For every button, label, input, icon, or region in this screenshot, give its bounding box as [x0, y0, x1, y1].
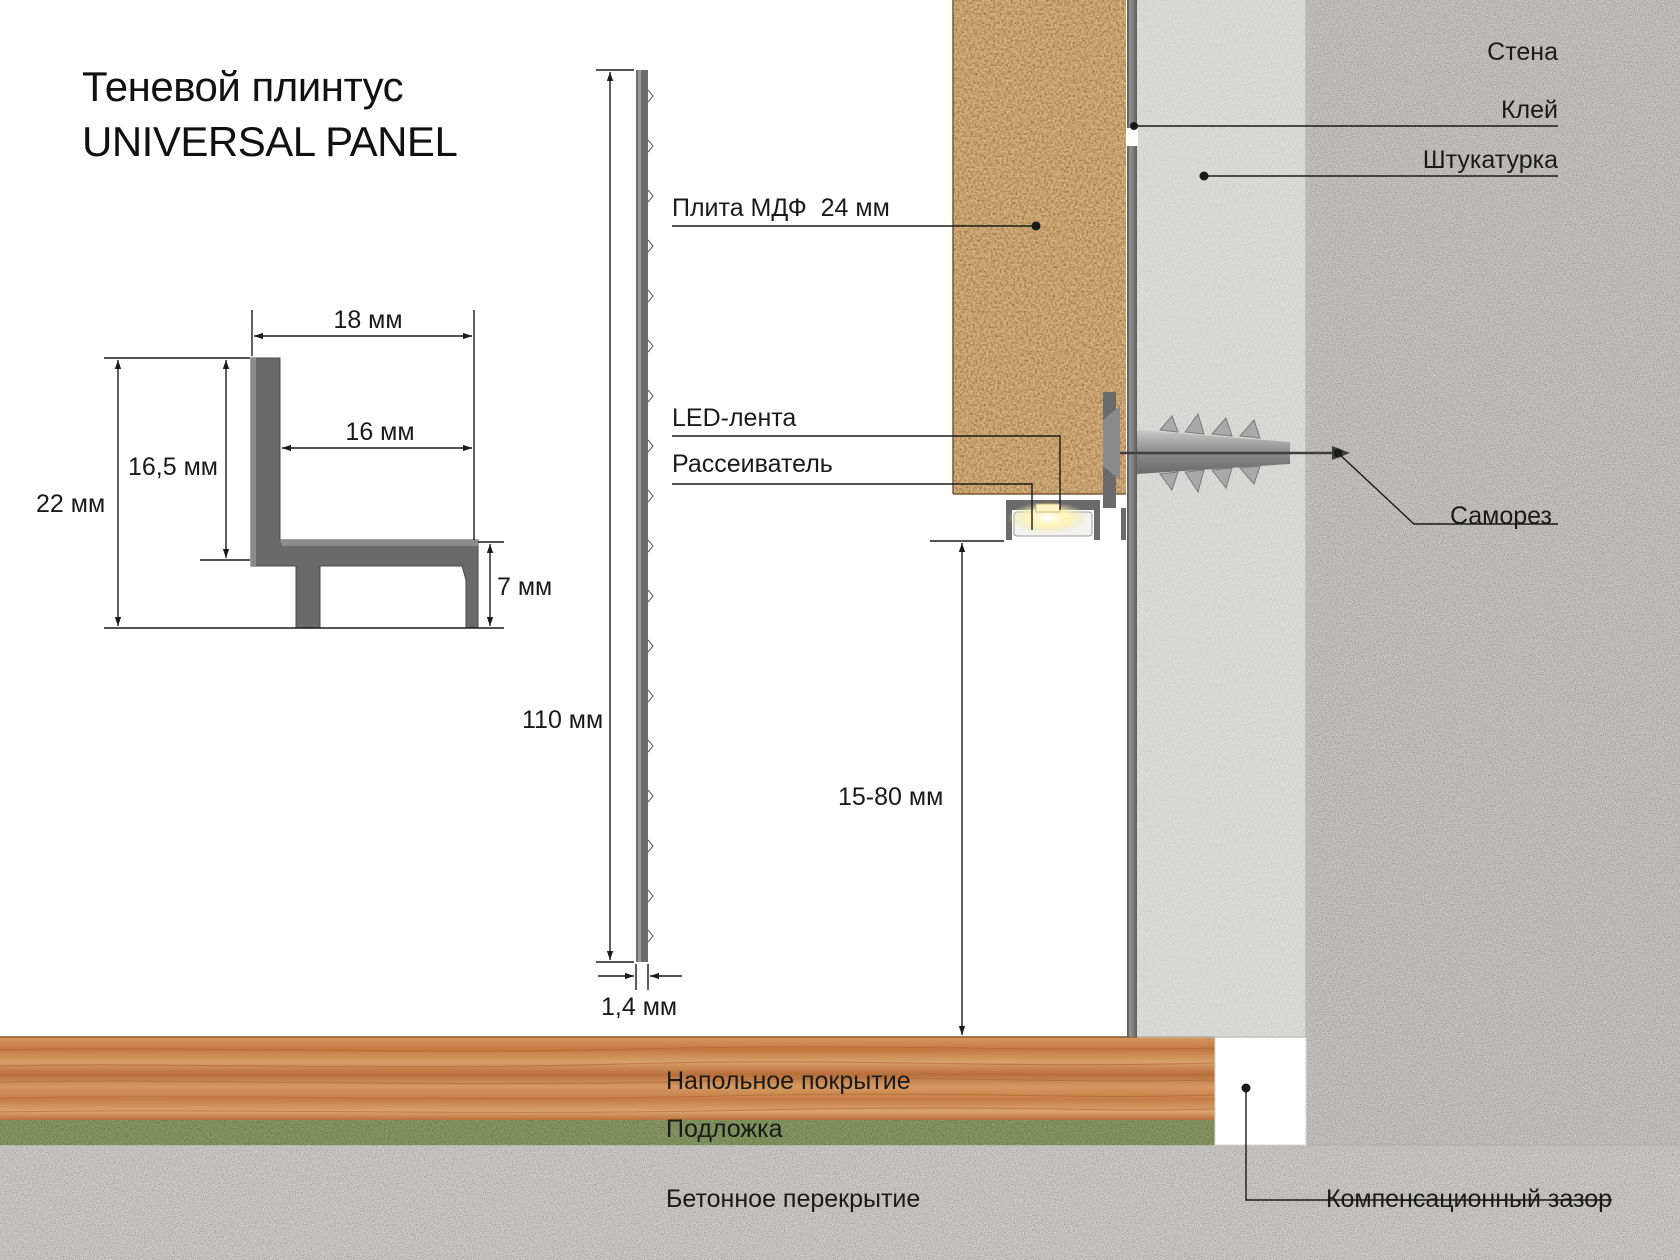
- label-screw: Саморез: [1450, 502, 1552, 530]
- dim-panel-height: 110 мм: [522, 706, 603, 734]
- underlay: [0, 1120, 1215, 1145]
- dim-panel-thickness: 1,4 мм: [601, 993, 677, 1021]
- screw-assembly: [1103, 406, 1350, 494]
- label-mdf: Плита МДФ 24 мм: [672, 194, 890, 222]
- dim-leg-height: 7 мм: [497, 573, 552, 601]
- wood-flooring: [0, 1037, 1215, 1120]
- expansion-gap: [1214, 1036, 1307, 1146]
- concrete-slab: [0, 1145, 1680, 1260]
- dim-top-width: 18 мм: [333, 306, 402, 334]
- dim-inner-height: 16,5 мм: [128, 453, 218, 481]
- plaster-layer: [1137, 0, 1306, 1037]
- led-chip: [1035, 503, 1061, 513]
- led-glow: [1008, 502, 1088, 534]
- dim-inner-width: 16 мм: [345, 418, 414, 446]
- l-profile-drawing: [250, 357, 479, 629]
- label-wall: Стена: [1487, 38, 1558, 66]
- dim-total-height: 22 мм: [36, 490, 105, 518]
- mdf-board: [953, 0, 1126, 494]
- concrete-wall: [1306, 0, 1680, 1145]
- dim-gap: 15-80 мм: [838, 783, 943, 811]
- label-expansion-gap: Компенсационный зазор: [1326, 1185, 1612, 1213]
- aluminum-panel-section: [1127, 0, 1137, 1037]
- label-plaster: Штукатурка: [1423, 146, 1558, 174]
- title-line-1: Теневой плинтус: [82, 63, 404, 110]
- label-led-strip: LED-лента: [672, 404, 796, 432]
- label-underlay: Подложка: [666, 1115, 783, 1143]
- label-diffuser: Рассеиватель: [672, 450, 833, 478]
- label-glue: Клей: [1501, 96, 1558, 124]
- label-concrete-slab: Бетонное перекрытие: [666, 1185, 920, 1213]
- title-line-2: UNIVERSAL PANEL: [82, 118, 458, 165]
- label-flooring: Напольное покрытие: [666, 1067, 911, 1095]
- panel-profile-view: [636, 70, 654, 962]
